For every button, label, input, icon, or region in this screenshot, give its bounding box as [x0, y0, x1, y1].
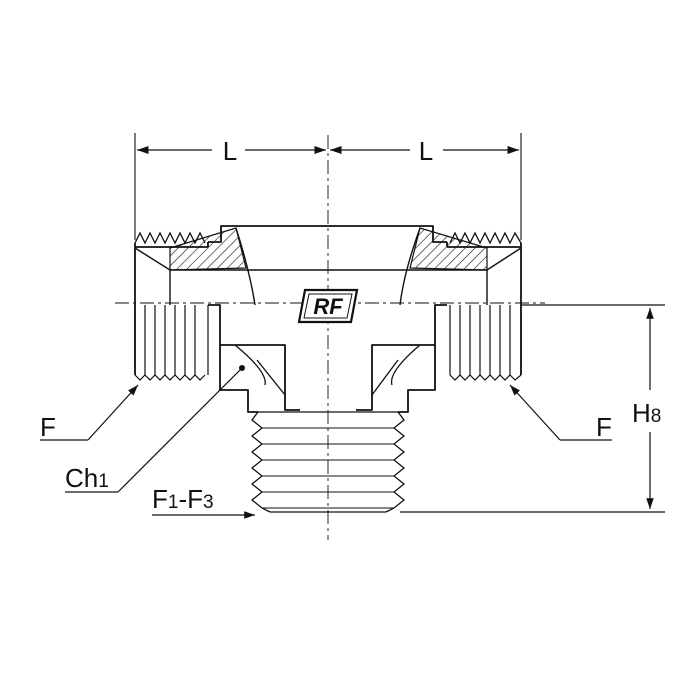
bottom-thread — [250, 411, 406, 513]
right-thread-lines — [459, 305, 511, 375]
extension-lines — [134, 133, 522, 240]
length-left-label: L — [223, 136, 237, 166]
left-port-label: F — [40, 412, 56, 442]
bottom-thread-lines — [262, 427, 394, 509]
length-right-label: L — [419, 136, 433, 166]
right-wall-section — [409, 227, 488, 271]
height-dimension — [400, 304, 665, 513]
hatched-sections — [169, 227, 488, 271]
right-port-leader — [509, 384, 612, 441]
chamfer-leader — [65, 367, 243, 493]
chamfer-leader-dot — [239, 365, 245, 371]
left-thread-lines — [144, 305, 196, 375]
height-label: H8 — [632, 398, 661, 428]
rf-logo-text: RF — [313, 294, 343, 319]
left-port-thread — [134, 305, 209, 381]
bottom-thread-label: F1-F3 — [152, 484, 214, 514]
left-port-leader — [40, 384, 139, 441]
centerlines — [115, 135, 545, 540]
rf-logo: RF — [297, 288, 359, 324]
right-port-label: F — [596, 412, 612, 442]
chamfer-label: Ch1 — [65, 463, 109, 493]
left-wall-section — [169, 227, 247, 271]
top-thread-teeth — [134, 231, 522, 245]
right-port-thread — [449, 305, 522, 381]
